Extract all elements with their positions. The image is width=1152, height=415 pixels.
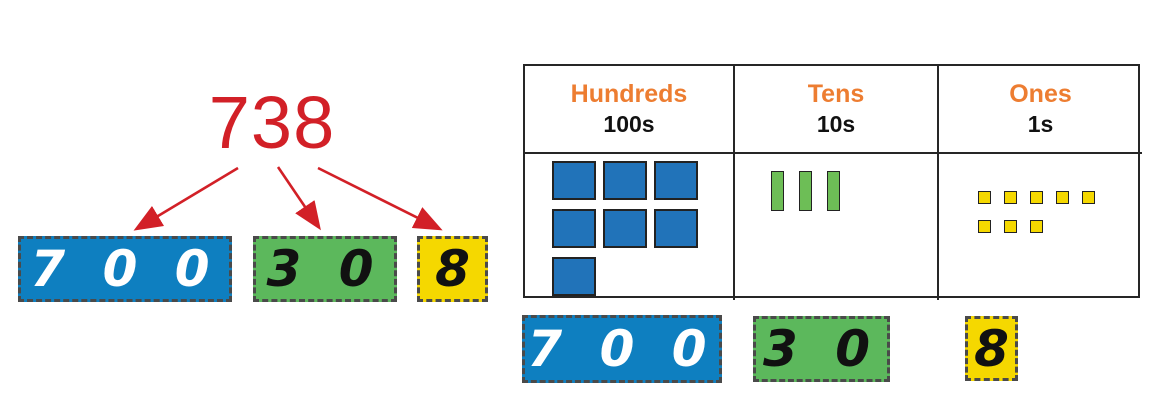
hundreds-block (552, 161, 596, 200)
arrow-to-tens (276, 166, 321, 231)
tens-total-box: 3 0 (753, 316, 890, 382)
hundreds-blocks (552, 161, 700, 296)
ones-block (1056, 191, 1069, 204)
ones-total-box: 8 (965, 316, 1018, 381)
hundreds-subtitle: 100s (603, 111, 655, 138)
hundreds-block (552, 257, 596, 296)
tens-subtitle: 10s (816, 111, 856, 138)
header-ones: Ones 1s (937, 66, 1142, 152)
hundreds-total-box: 7 0 0 (522, 315, 722, 383)
arrow-to-hundreds (133, 166, 239, 231)
hundreds-cell (525, 152, 733, 300)
hundreds-block (603, 209, 647, 248)
target-number: 738 (208, 81, 336, 164)
ones-blocks (978, 191, 1097, 233)
tens-value-box: 3 0 (253, 236, 397, 302)
ones-value-box: 8 (417, 236, 488, 302)
hundreds-block (552, 209, 596, 248)
ones-title: Ones (1009, 80, 1072, 109)
ones-block (978, 191, 991, 204)
hundreds-title: Hundreds (570, 80, 688, 109)
arrow-to-ones (317, 166, 443, 231)
hundreds-value-box: 7 0 0 (18, 236, 232, 302)
hundreds-block (654, 209, 698, 248)
header-hundreds: Hundreds 100s (525, 66, 733, 152)
hundreds-block (654, 161, 698, 200)
tens-block (771, 171, 784, 211)
ones-block (1004, 191, 1017, 204)
tens-cell (733, 152, 937, 300)
ones-block (1004, 220, 1017, 233)
ones-block (1082, 191, 1095, 204)
tens-block (827, 171, 840, 211)
ones-cell (937, 152, 1142, 300)
hundreds-block (603, 161, 647, 200)
header-tens: Tens 10s (733, 66, 937, 152)
ones-subtitle: 1s (1027, 111, 1054, 138)
ones-block (1030, 191, 1043, 204)
ones-block (978, 220, 991, 233)
tens-title: Tens (807, 80, 865, 109)
ones-block (1030, 220, 1043, 233)
tens-block (799, 171, 812, 211)
tens-blocks (771, 171, 841, 211)
place-value-table: Hundreds 100s Tens 10s Ones 1s (523, 64, 1142, 300)
